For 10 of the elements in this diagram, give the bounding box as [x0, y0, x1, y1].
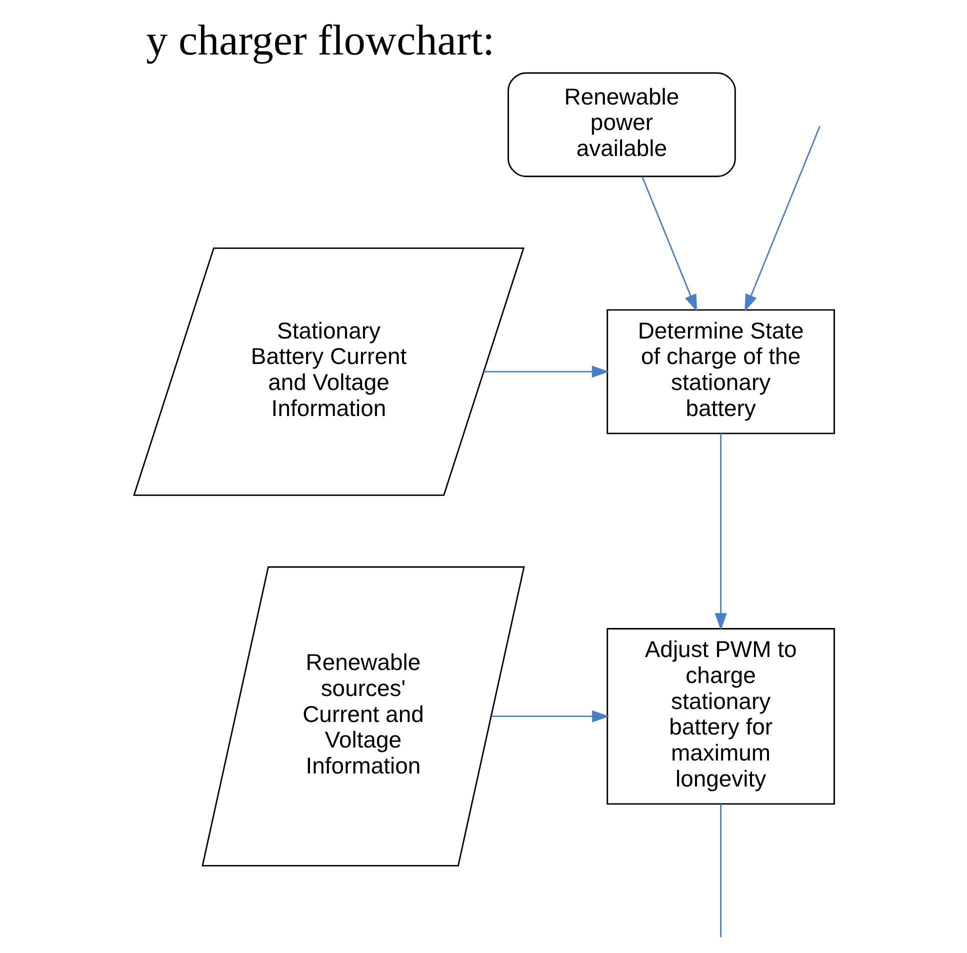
connector — [720, 804, 722, 938]
arrow — [714, 433, 726, 630]
arrow — [483, 366, 609, 378]
node-box: Renewable power available — [507, 72, 736, 178]
node-box: Adjust PWM to charge stationary battery for maximum longevity — [606, 628, 834, 805]
diagram-title: y charger flowchart: — [146, 17, 494, 64]
arrow — [491, 710, 609, 722]
arrow — [744, 126, 820, 312]
arrow — [641, 176, 697, 312]
node-box: Determine State of charge of the stationary battery — [606, 309, 834, 434]
